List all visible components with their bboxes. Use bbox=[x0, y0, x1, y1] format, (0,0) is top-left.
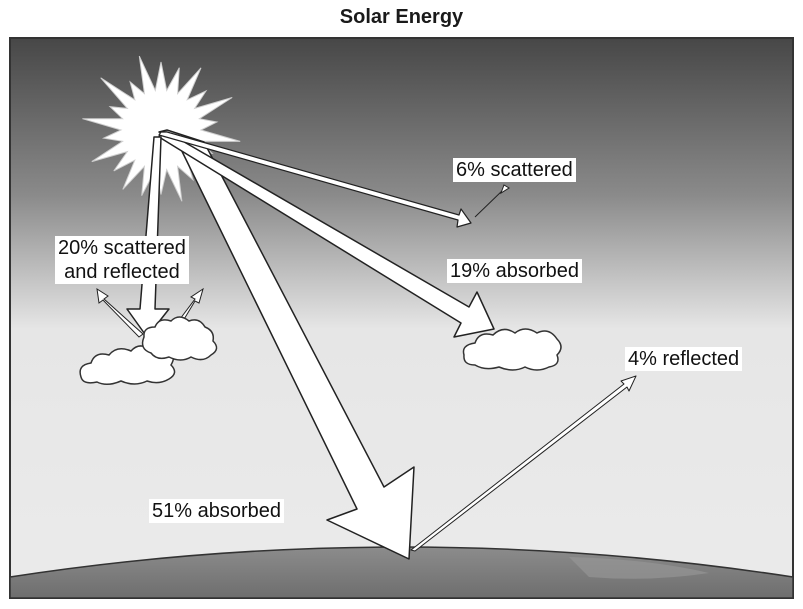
page-title: Solar Energy bbox=[339, 6, 464, 28]
arrow-19-absorbed bbox=[158, 131, 495, 338]
earth-highlight bbox=[569, 557, 709, 579]
label-51-absorbed: 51% absorbed bbox=[149, 499, 284, 523]
arrow-6-scatter-small-head bbox=[500, 184, 510, 195]
arrow-51-absorbed bbox=[158, 129, 415, 560]
solar-energy-diagram bbox=[9, 37, 794, 599]
label-20-line2: and reflected bbox=[64, 261, 180, 283]
cloud-icon bbox=[79, 316, 218, 385]
label-19-absorbed: 19% absorbed bbox=[447, 259, 582, 283]
arrow-4-reflected bbox=[410, 375, 637, 552]
label-20-scattered-reflected: 20% scattered and reflected bbox=[55, 236, 189, 284]
label-4-reflected: 4% reflected bbox=[625, 347, 743, 371]
label-20-line1: 20% scattered bbox=[58, 237, 186, 259]
arrow-20-reflect-left bbox=[96, 287, 144, 338]
label-6-scattered: 6% scattered bbox=[453, 158, 576, 182]
cloud-icon-right bbox=[462, 328, 562, 371]
arrow-6-scattered bbox=[158, 131, 472, 228]
arrow-6-scatter-small bbox=[474, 188, 505, 218]
